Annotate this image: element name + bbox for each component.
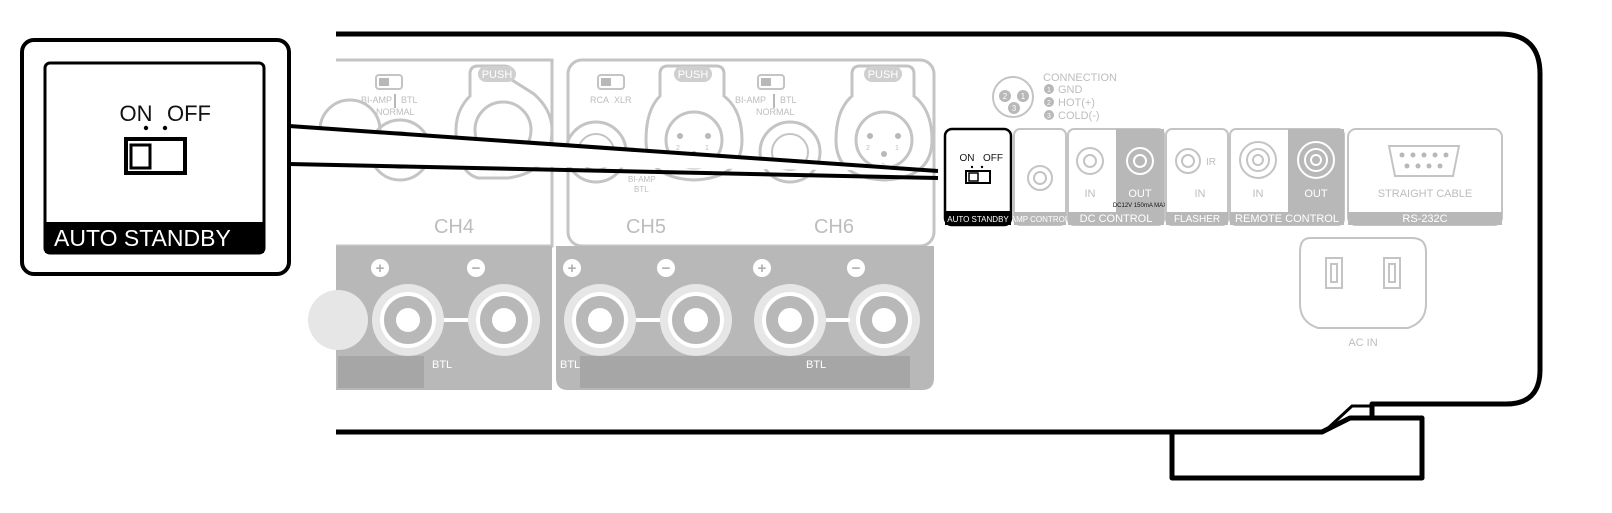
flasher-in: IN [1195,188,1206,200]
speaker-terminal-part [872,308,896,332]
ch5-xlr-label: XLR [614,95,632,105]
terminal-detail [826,318,850,322]
panel-on-label: ON [960,153,975,164]
polarity-badge [467,259,485,277]
polarity-plus: + [376,260,385,277]
legend-cold: COLD(-) [1058,110,1100,122]
ch4-mode-switch: BI-AMP BTL NORMAL [361,74,418,117]
terminal-detail [444,318,468,322]
polarity-plus: + [568,260,577,277]
polarity-badge [371,259,389,277]
amp-control-block: AMP CONTROL [1011,128,1070,226]
flasher-label: FLASHER [1174,214,1220,225]
legend-pin3: 3 [1012,104,1017,113]
remote-control-block: IN OUT REMOTE CONTROL [1229,128,1345,226]
remote-control-label: REMOTE CONTROL [1235,213,1339,225]
ch6-btl-label: BTL [780,95,797,105]
ch4-btl-label: BTL [401,95,418,105]
ch6-mode-switch: BI-AMP BTL NORMAL [735,74,797,117]
btl-label: BTL [560,359,580,371]
legend-n2: 2 [1047,100,1051,107]
legend-title: CONNECTION [1043,72,1117,84]
callout-on-label: ON [120,101,153,126]
legend-pin2: 2 [1003,92,1008,101]
speaker-terminal-part [492,308,516,332]
legend-n1: 1 [1047,87,1051,94]
callout-off-label: OFF [167,101,211,126]
ch5-push-label: PUSH [678,69,709,81]
remote-in: IN [1253,188,1264,200]
ch5-biamp-label: BI-AMP [628,175,656,184]
ch5-pin2: 2 [676,145,680,152]
speaker-terminal-part [396,308,420,332]
ch5-label: CH5 [626,216,666,238]
ac-in-label: AC IN [1348,337,1377,349]
remote-out: OUT [1304,188,1328,200]
panel-auto-standby-label: AUTO STANDBY [947,215,1009,224]
polarity-badge [847,259,865,277]
speaker-terminal-part [308,290,368,350]
dc-control-block: IN OUT DC12V 150mA MAX DC CONTROL [1067,128,1167,226]
chassis-outline [336,31,1543,481]
ch6-pin1: 1 [895,145,899,152]
polarity-minus: − [662,260,671,277]
flasher-ir: IR [1206,157,1216,168]
speaker-terminal-part [778,308,802,332]
polarity-plus: + [758,260,767,277]
ch5-rca-label: RCA [590,95,609,105]
ch5-xlr-jack: PUSH 2 1 3 [644,64,744,182]
panel-off-label: OFF [983,153,1003,164]
polarity-badge [657,259,675,277]
ch4-label: CH4 [434,216,474,238]
rs232c-cable: STRAIGHT CABLE [1378,188,1473,200]
legend-gnd: GND [1058,84,1083,96]
connection-legend: 2 1 3 CONNECTION 1 GND 2 HOT(+) 3 COLD(-… [992,72,1117,122]
auto-standby-callout: ON OFF AUTO STANDBY [20,38,291,276]
terminal-detail [636,318,660,322]
speaker-terminals: + − + − + − BTL BTL BTL [308,259,920,388]
ch6-biamp-label: BI-AMP [735,95,766,105]
ch6-label: CH6 [814,216,854,238]
terminal-detail [580,356,910,388]
ch4-push-label: PUSH [482,69,513,81]
ch6-rca-jack [758,120,822,184]
ch6-push-label: PUSH [868,69,899,81]
auto-standby-switch[interactable]: ON OFF AUTO STANDBY [943,127,1013,227]
flasher-block: IR IN FLASHER [1165,128,1229,226]
ch6-pin2: 2 [866,145,870,152]
dc-control-out: OUT [1128,188,1152,200]
dc-control-label: DC CONTROL [1080,213,1153,225]
ch5-rca-xlr-switch: RCA XLR [590,74,632,105]
btl-label: BTL [806,359,826,371]
ch5-pin1: 1 [705,145,709,152]
polarity-badge [563,259,581,277]
dc-control-in: IN [1085,188,1096,200]
ac-in-inlet: AC IN [1299,237,1427,349]
polarity-minus: − [472,260,481,277]
callout-leaders [288,124,939,180]
ch6-xlr-jack: PUSH 2 1 3 [834,64,934,182]
btl-label: BTL [432,359,452,371]
dc-control-spec: DC12V 150mA MAX [1113,203,1167,209]
legend-n3: 3 [1047,113,1051,120]
terminal-detail [338,356,424,388]
rs232c-block: STRAIGHT CABLE RS-232C [1347,128,1503,226]
speaker-terminal-part [684,308,708,332]
rs232c-label: RS-232C [1402,213,1447,225]
ch6-normal-label: NORMAL [756,107,795,117]
ch4-biamp-label: BI-AMP [361,95,392,105]
polarity-minus: − [852,260,861,277]
ch4-xlr-jack: PUSH [454,64,554,180]
callout-auto-standby-label: AUTO STANDBY [54,225,231,251]
legend-pin1: 1 [1021,92,1026,101]
ch4-normal-label: NORMAL [376,107,415,117]
legend-hot: HOT(+) [1058,97,1095,109]
polarity-badge [753,259,771,277]
ch5-btl-label: BTL [634,185,649,194]
speaker-terminal-part [588,308,612,332]
amp-control-label: AMP CONTROL [1011,215,1070,224]
